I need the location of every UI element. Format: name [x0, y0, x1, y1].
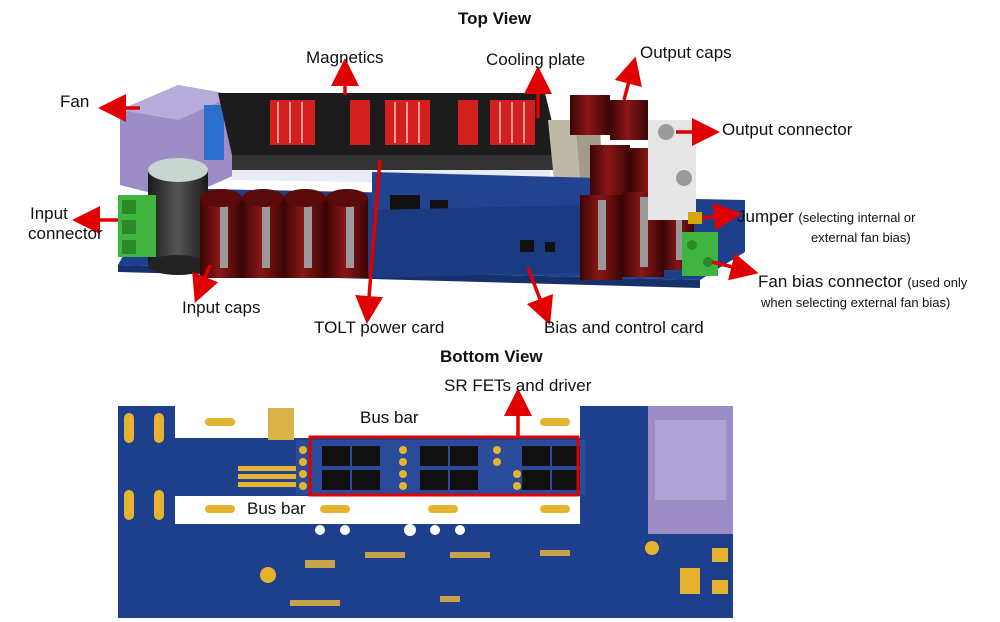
bus-bar-lower-strip	[175, 496, 580, 524]
label-jumper: Jumper (selecting internal or external f…	[737, 207, 915, 248]
arrow-tolt-power-card	[355, 159, 384, 324]
label-fan-bias-note2: when selecting external fan bias)	[761, 295, 951, 310]
label-jumper-main: Jumper	[737, 207, 794, 226]
label-fan: Fan	[60, 92, 90, 111]
bottom-view-title: Bottom View	[440, 347, 543, 366]
label-bias-control-card: Bias and control card	[544, 318, 704, 337]
label-fan-bias-main: Fan bias connector	[758, 272, 903, 291]
label-bus-bar-lower: Bus bar	[247, 499, 306, 518]
label-output-caps: Output caps	[640, 43, 732, 62]
label-input-connector-line2: connector	[28, 224, 103, 243]
label-cooling-plate: Cooling plate	[486, 50, 586, 69]
jumper	[688, 212, 702, 224]
label-magnetics: Magnetics	[306, 48, 384, 67]
label-jumper-note1: (selecting internal or	[798, 210, 916, 225]
label-input-connector: Input connector	[28, 204, 103, 244]
arrow-input-caps	[192, 264, 219, 303]
arrow-jumper	[701, 202, 742, 231]
input-capacitors	[200, 189, 368, 278]
bottom-view-board	[118, 406, 733, 618]
input-connector	[118, 195, 156, 257]
magnetics	[218, 93, 560, 170]
arrow-output-caps	[614, 56, 642, 101]
label-fan-bias-connector: Fan bias connector (used only when selec…	[758, 272, 967, 313]
label-input-caps: Input caps	[182, 298, 261, 317]
output-connector	[648, 120, 696, 220]
label-sr-fets-driver: SR FETs and driver	[444, 376, 592, 395]
label-input-connector-line1: Input	[30, 204, 68, 223]
fan-bias-connector	[682, 232, 718, 276]
sr-fets-driver-region	[296, 435, 586, 497]
label-tolt-power-card: TOLT power card	[314, 318, 445, 337]
label-jumper-note2: external fan bias)	[811, 230, 911, 245]
label-output-connector: Output connector	[722, 120, 853, 139]
top-view-board	[118, 85, 745, 288]
callout-arrows	[72, 56, 759, 437]
arrow-bias-control-card	[526, 267, 554, 326]
label-fan-bias-note1: (used only	[907, 275, 968, 290]
large-input-capacitor	[148, 158, 208, 275]
top-view-title: Top View	[458, 9, 532, 28]
arrow-fan-bias-connector	[711, 253, 759, 281]
label-bus-bar-upper: Bus bar	[360, 408, 419, 427]
bias-control-card	[372, 205, 590, 278]
